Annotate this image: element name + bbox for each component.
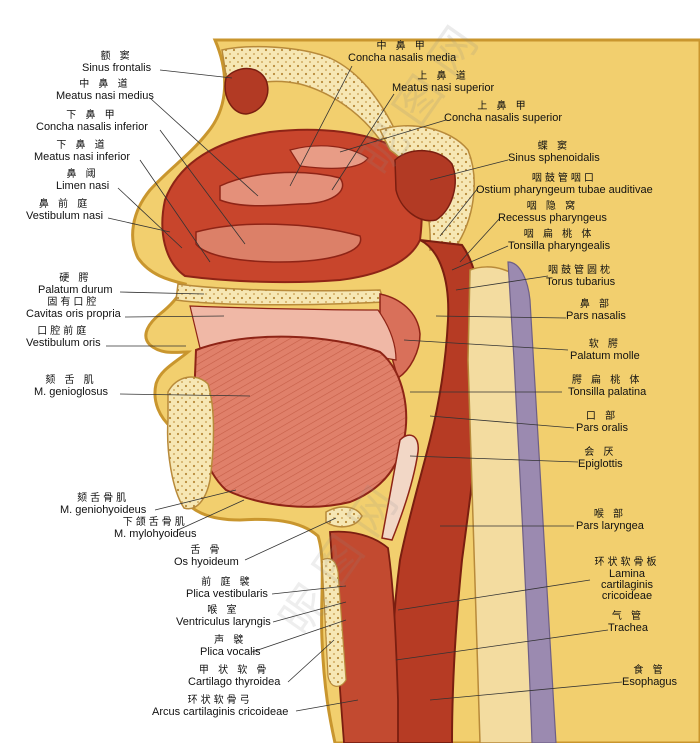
thyroid-cartilage — [321, 557, 347, 687]
frontal-sinus — [224, 67, 269, 115]
leader-lines-left — [106, 69, 359, 712]
tongue — [192, 335, 408, 508]
hyoid-bone — [325, 506, 363, 528]
epiglottis — [381, 434, 419, 541]
inferior-concha — [195, 223, 362, 263]
superior-concha — [289, 145, 369, 169]
sphenoid-sinus — [394, 149, 456, 222]
vertebral-column — [467, 261, 557, 743]
leader-lines-right — [289, 65, 623, 701]
middle-concha — [219, 171, 344, 207]
mandible — [166, 376, 215, 510]
